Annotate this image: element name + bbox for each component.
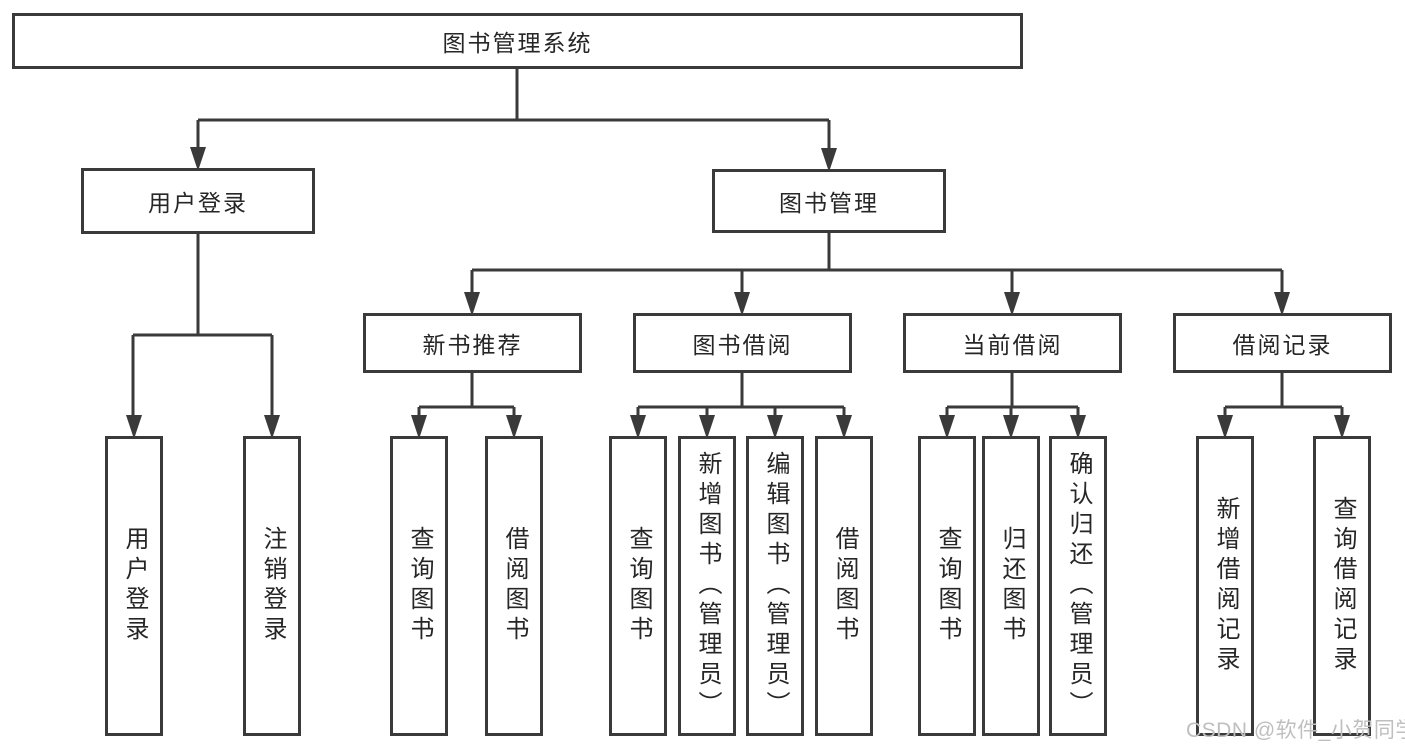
- leaf-user-login: 用户登录: [105, 436, 163, 736]
- leaf-edit-books-admin: 编辑图书（管理员）: [746, 436, 804, 736]
- node-label: 借阅记录: [1232, 332, 1333, 358]
- leaf-query-books-recommend: 查询图书: [390, 436, 448, 736]
- leaf-label: 查询图书: [406, 526, 433, 646]
- leaf-label: 借阅图书: [831, 526, 858, 646]
- leaf-label: 归还图书: [998, 526, 1025, 646]
- node-user-login: 用户登录: [81, 168, 315, 234]
- leaf-label: 新增图书（管理员）: [694, 451, 721, 721]
- node-borrow-records: 借阅记录: [1173, 313, 1392, 373]
- node-label: 当前借阅: [962, 332, 1063, 358]
- leaf-add-borrow-record: 新增借阅记录: [1196, 436, 1254, 736]
- leaf-borrow-books-recommend: 借阅图书: [485, 436, 543, 736]
- leaf-logout: 注销登录: [243, 436, 301, 736]
- leaf-label: 编辑图书（管理员）: [762, 451, 789, 721]
- leaf-label: 新增借阅记录: [1212, 496, 1239, 676]
- watermark: CSDN @软件_小贺同学: [1186, 719, 1405, 742]
- leaf-label: 查询借阅记录: [1329, 496, 1356, 676]
- node-label: 图书管理系统: [442, 30, 593, 56]
- leaf-add-books-admin: 新增图书（管理员）: [678, 436, 736, 736]
- leaf-label: 查询图书: [934, 526, 961, 646]
- leaf-label: 用户登录: [121, 526, 148, 646]
- leaf-label: 注销登录: [259, 526, 286, 646]
- node-book-management: 图书管理: [712, 169, 946, 233]
- node-library-management-system: 图书管理系统: [12, 13, 1023, 69]
- leaf-label: 借阅图书: [501, 526, 528, 646]
- node-label: 新书推荐: [422, 332, 523, 358]
- leaf-label: 查询图书: [625, 526, 652, 646]
- leaf-return-books: 归还图书: [982, 436, 1040, 736]
- node-current-borrow: 当前借阅: [903, 313, 1122, 373]
- node-book-borrow: 图书借阅: [633, 313, 852, 373]
- leaf-confirm-return-admin: 确认归还（管理员）: [1049, 436, 1107, 736]
- leaf-borrow-books: 借阅图书: [815, 436, 873, 736]
- leaf-query-books-current: 查询图书: [918, 436, 976, 736]
- leaf-query-borrow-record: 查询借阅记录: [1313, 436, 1371, 736]
- leaf-label: 确认归还（管理员）: [1065, 451, 1092, 721]
- node-label: 用户登录: [148, 190, 248, 216]
- node-new-book-recommend: 新书推荐: [363, 313, 582, 373]
- leaf-query-books-borrow: 查询图书: [609, 436, 667, 736]
- node-label: 图书管理: [779, 190, 879, 216]
- node-label: 图书借阅: [692, 332, 793, 358]
